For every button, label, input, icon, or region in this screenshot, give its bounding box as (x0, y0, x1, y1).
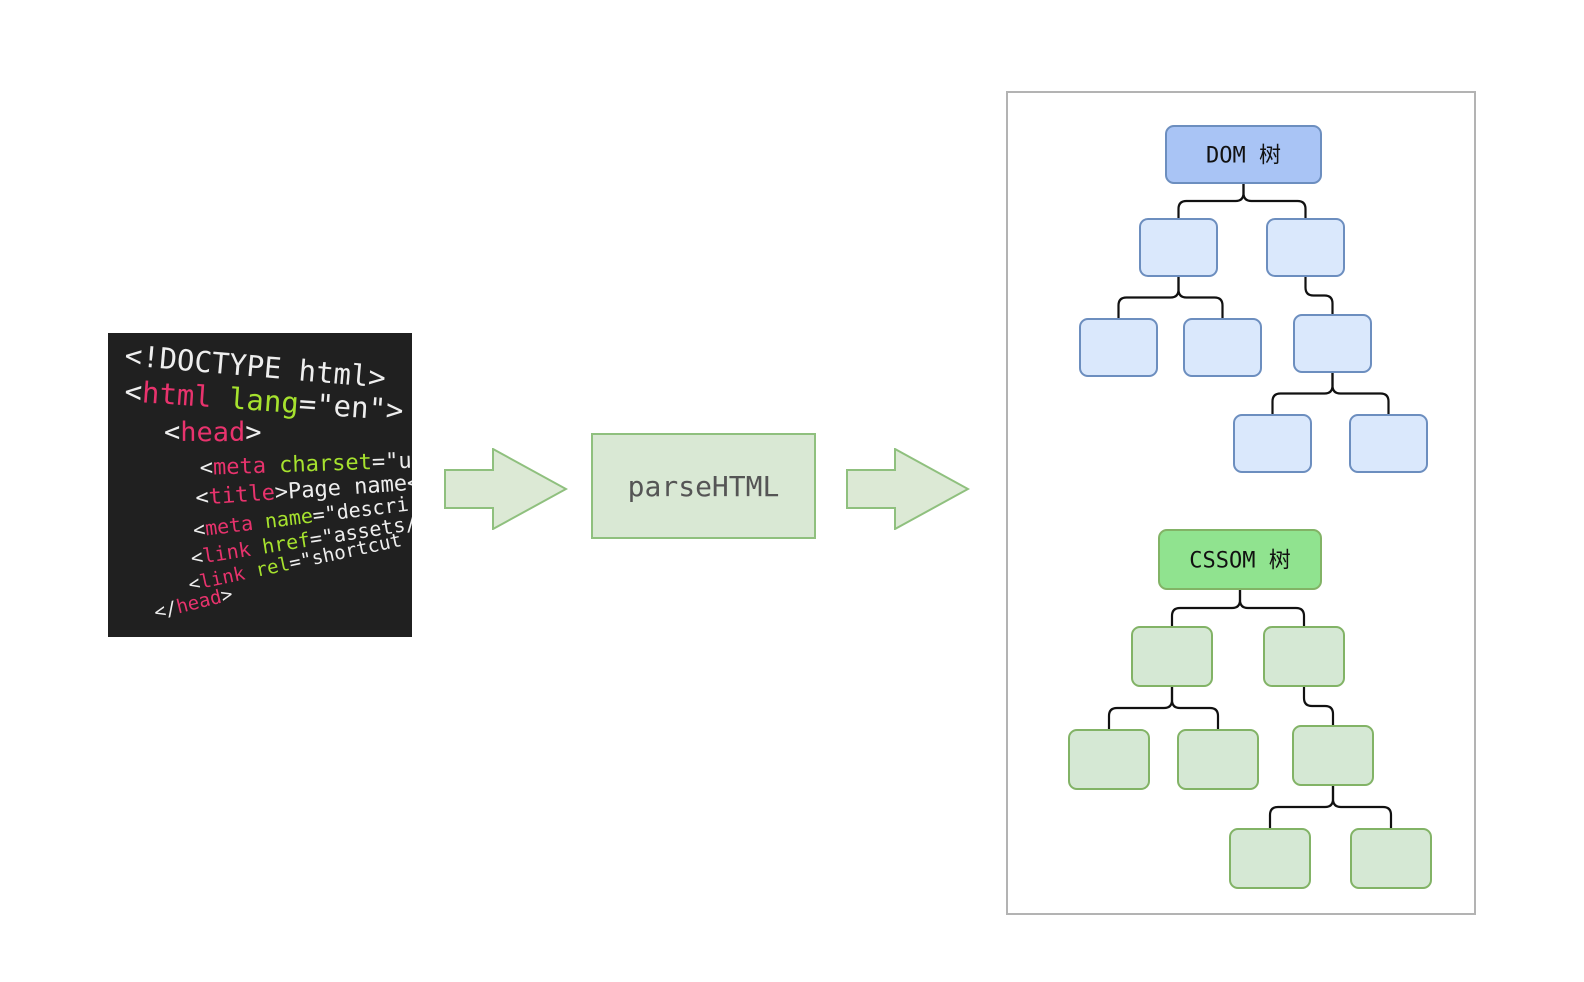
parse-html-step: parseHTML (591, 433, 816, 539)
tree-connector (1170, 589, 1242, 627)
code-line: <meta charset="ut (199, 448, 412, 481)
arrow-right-icon (444, 448, 568, 530)
cssom-node (1350, 828, 1432, 889)
tree-connector (1238, 589, 1306, 627)
cssom-node (1068, 729, 1150, 790)
code-line: <title>Page name</ (195, 469, 412, 511)
code-line: <head> (164, 417, 262, 448)
tree-connector (1170, 686, 1220, 730)
dom-tree: DOM 树 (1079, 125, 1428, 473)
cssom-node (1177, 729, 1259, 790)
dom-node (1079, 318, 1158, 377)
dom-root-node (1165, 125, 1322, 184)
cssom-root-node (1158, 529, 1322, 590)
cssom-root-label: CSSOM 树 (1189, 549, 1290, 574)
dom-node (1293, 314, 1372, 373)
dom-node (1183, 318, 1262, 377)
trees-svg: DOM 树 CSSOM 树 (1068, 125, 1432, 889)
tree-connector (1177, 183, 1245, 219)
tree-connector (1117, 276, 1180, 319)
output-trees-panel: DOM 树 CSSOM 树 (1006, 91, 1476, 915)
code-line: <html lang="en"> (124, 374, 405, 427)
tree-connector (1304, 276, 1334, 315)
dom-node (1266, 218, 1345, 277)
arrow-right-icon (846, 448, 970, 530)
cssom-node (1131, 626, 1213, 687)
html-source-image: <!DOCTYPE html><html lang="en"><head><me… (108, 333, 412, 637)
tree-connector (1331, 785, 1393, 829)
dom-node (1139, 218, 1218, 277)
code-snippet-svg: <!DOCTYPE html><html lang="en"><head><me… (123, 338, 412, 624)
dom-root-label: DOM 树 (1206, 144, 1281, 169)
parse-html-label: parseHTML (627, 469, 780, 503)
tree-connector (1242, 183, 1307, 219)
dom-node (1233, 414, 1312, 473)
cssom-node (1292, 725, 1374, 786)
dom-node (1349, 414, 1428, 473)
cssom-node (1263, 626, 1345, 687)
tree-connector (1177, 276, 1224, 319)
tree-connector (1331, 372, 1390, 415)
cssom-tree: CSSOM 树 (1068, 529, 1432, 889)
tree-connector (1271, 372, 1334, 415)
tree-connector (1302, 686, 1335, 726)
tree-connector (1107, 686, 1174, 730)
cssom-node (1229, 828, 1311, 889)
tree-connector (1268, 785, 1335, 829)
